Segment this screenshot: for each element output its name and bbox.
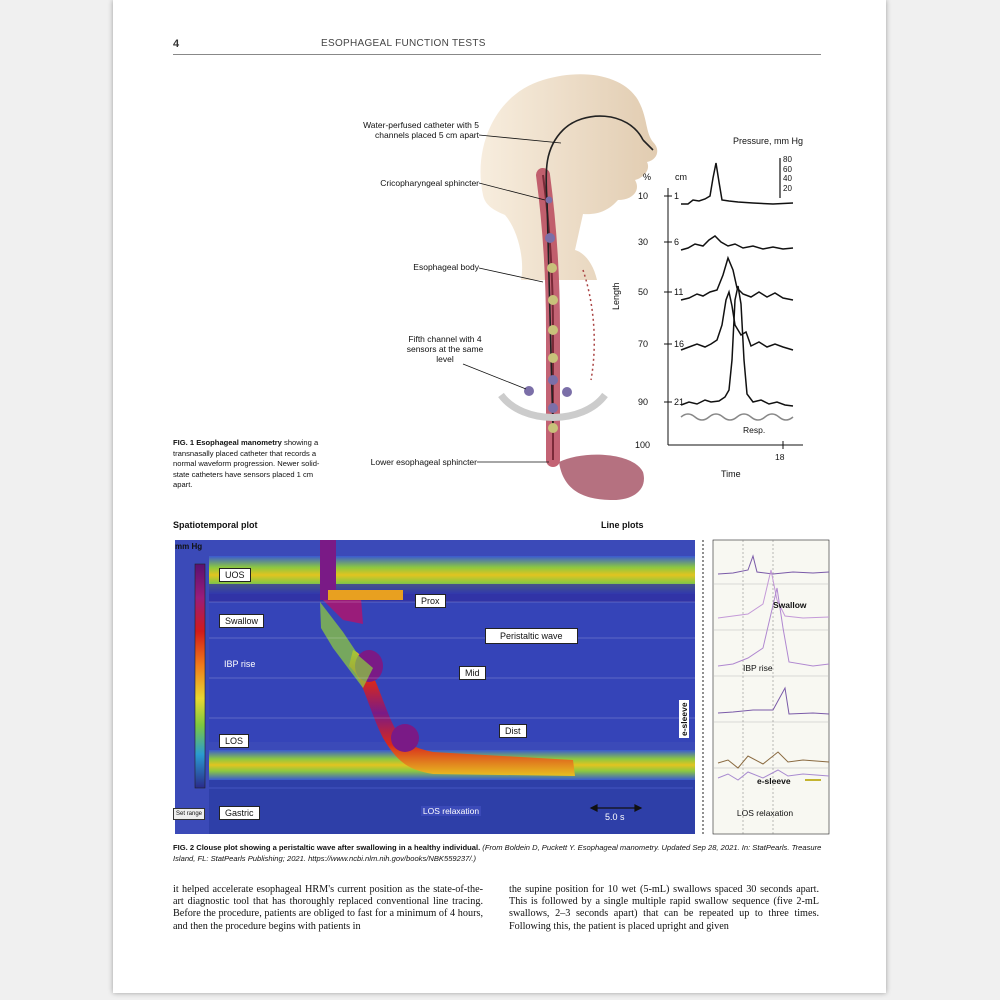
leader-lines	[462, 134, 562, 463]
catheter-line	[545, 115, 644, 431]
row-pct-4: 70	[638, 339, 649, 349]
time-label: Time	[721, 469, 741, 479]
x-tick-18: 18	[775, 452, 785, 462]
row-cm-3: 11	[674, 287, 684, 297]
label-uos: UOS	[219, 568, 251, 582]
label-prox: Prox	[415, 594, 446, 608]
callout-les: Lower esophageal sphincter	[370, 457, 477, 467]
sensor-9	[562, 387, 572, 397]
sensor-1	[545, 196, 553, 204]
figure-1-illustration	[462, 74, 803, 500]
diaphragm	[498, 392, 608, 421]
sensor-4	[548, 295, 558, 305]
line-trace-1	[717, 554, 830, 575]
row-pct-2: 30	[638, 237, 649, 247]
lineplot-esleeve: e-sleeve	[757, 776, 791, 786]
row-pct-3: 50	[638, 287, 649, 297]
label-swallow: Swallow	[219, 614, 265, 628]
running-header: 4 ESOPHAGEAL FUNCTION TESTS	[173, 38, 821, 55]
callout-esophageal-body: Esophageal body	[413, 262, 479, 272]
body-text-left: it helped accelerate esophageal HRM's cu…	[173, 884, 483, 932]
line-trace-4	[717, 686, 830, 715]
length-label: Length	[611, 282, 621, 310]
label-time-5s: 5.0 s	[605, 812, 625, 822]
figure-1-caption: FIG. 1 Esophageal manometry showing a tr…	[173, 438, 320, 489]
row-pct-6: 100	[635, 440, 651, 450]
label-mid: Mid	[459, 666, 486, 680]
clouse-plot-graphic	[173, 538, 833, 838]
sensor-7	[548, 375, 558, 385]
lineplot-ibp: IBP rise	[743, 663, 773, 673]
cm-header: cm	[675, 172, 687, 182]
line-trace-5	[717, 751, 830, 769]
document-page: 4 ESOPHAGEAL FUNCTION TESTS	[113, 0, 886, 993]
row-cm-5: 21	[674, 397, 685, 407]
sensor-11	[548, 423, 558, 433]
label-ibp: IBP rise	[224, 659, 256, 669]
callout-catheter: Water-perfused catheter with 5 channels …	[363, 120, 479, 140]
row-cm-2: 6	[674, 237, 680, 247]
running-title: ESOPHAGEAL FUNCTION TESTS	[321, 38, 486, 49]
pressure-traces	[680, 162, 794, 407]
label-gastric: Gastric	[219, 806, 260, 820]
callout-fifth-channel: Fifth channel with 4 sensors at the same…	[406, 334, 484, 364]
spatiotemporal-title: Spatiotemporal plot	[173, 520, 258, 530]
lineplot-los-relaxation: LOS relaxation	[736, 808, 794, 818]
sensor-3	[547, 263, 557, 273]
label-dist: Dist	[499, 724, 527, 738]
set-range-button[interactable]: Set range	[173, 808, 206, 820]
label-los: LOS	[219, 734, 250, 748]
mmhg-label: mm Hg	[175, 542, 203, 551]
label-esleeve-vertical: e-sleeve	[679, 700, 689, 738]
callout-cricopharyngeal: Cricopharyngeal sphincter	[380, 178, 479, 188]
sensor-8	[524, 386, 534, 396]
label-los-relaxation: LOS relaxation	[421, 806, 481, 816]
head-silhouette	[480, 74, 658, 280]
row-pct-1: 10	[638, 191, 649, 201]
sensor-10	[548, 403, 558, 413]
row-cm-1: 1	[674, 191, 680, 201]
page-number: 4	[173, 38, 180, 50]
label-peristaltic-wave: Peristaltic wave	[485, 628, 578, 644]
sensor-6	[548, 353, 558, 363]
line-plots-title: Line plots	[601, 520, 644, 530]
body-text-right: the supine position for 10 wet (5-mL) sw…	[509, 884, 819, 932]
row-cm-4: 16	[674, 339, 685, 349]
figure-2: Spatiotemporal plot Line plots	[173, 518, 833, 838]
figure-1: Water-perfused catheter with 5 channels …	[113, 0, 886, 520]
line-trace-6	[717, 769, 830, 781]
pressure-scale: 80 60 40 20	[783, 155, 792, 193]
resp-trace	[680, 413, 794, 421]
stomach	[559, 454, 644, 500]
sensor-2	[545, 233, 555, 243]
pct-header: %	[643, 172, 652, 182]
resp-label: Resp.	[743, 425, 766, 435]
line-trace-3	[717, 587, 830, 667]
row-pct-5: 90	[638, 397, 649, 407]
trachea-outline	[582, 269, 595, 381]
sensor-5	[548, 325, 558, 335]
figure-2-caption: FIG. 2 Clouse plot showing a peristaltic…	[173, 843, 822, 863]
line-trace-2	[717, 569, 830, 619]
y-ticks	[664, 195, 784, 449]
lineplot-swallow: Swallow	[773, 600, 807, 610]
pressure-label: Pressure, mm Hg	[733, 136, 804, 146]
